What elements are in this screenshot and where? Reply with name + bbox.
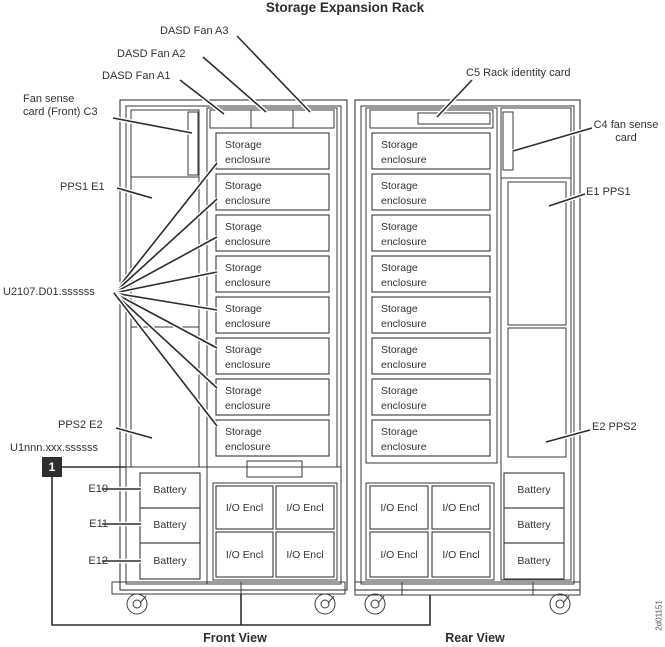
caption-rear-view: Rear View xyxy=(445,631,505,645)
callout-1-leader xyxy=(51,466,431,626)
rear-pps2-box xyxy=(507,327,567,458)
storage-enclosure-label: Storage enclosure xyxy=(381,262,427,289)
rear-rack-frame xyxy=(354,99,581,596)
storage-enclosure-label: Storage enclosure xyxy=(381,221,427,248)
callout-e10: E10 xyxy=(88,483,108,495)
storage-enclosure-label: Storage enclosure xyxy=(381,139,427,166)
io-encl-label: I/O Encl xyxy=(442,502,480,514)
io-encl-label: I/O Encl xyxy=(380,549,418,561)
rear-batteries xyxy=(503,472,565,580)
callout-c5-rack-identity-card: C5 Rack identity card xyxy=(466,67,571,79)
callout-location-code: U2107.D01.ssssss xyxy=(3,286,95,298)
callout-dasd-fan-a2: DASD Fan A2 xyxy=(117,48,186,60)
dasd-fan-strip xyxy=(209,109,335,129)
callout-c4-fan-sense-card: C4 fan sense card xyxy=(593,119,659,144)
io-encl-label: I/O Encl xyxy=(286,549,324,561)
caster xyxy=(549,593,571,615)
callout-rack-location-code: U1nnn.xxx.ssssss xyxy=(10,442,99,454)
storage-enclosure-label: Storage enclosure xyxy=(225,139,271,166)
callout-pps1-e1: PPS1 E1 xyxy=(60,181,105,193)
battery-label: Battery xyxy=(517,484,551,496)
callout-e1-pps1: E1 PPS1 xyxy=(586,186,631,198)
battery-label: Battery xyxy=(517,519,551,531)
battery-label: Battery xyxy=(153,484,187,496)
callout-1-badge: 1 xyxy=(42,457,62,477)
io-encl-label: I/O Encl xyxy=(225,502,264,514)
battery-label: Battery xyxy=(153,555,187,567)
io-encl-label: I/O Encl xyxy=(380,502,418,514)
storage-enclosure-label: Storage enclosure xyxy=(381,385,427,412)
caster xyxy=(126,593,148,615)
figure-id: 2d01151 xyxy=(654,600,664,631)
c5-rack-identity-card-box xyxy=(417,112,491,125)
io-encl-label: I/O Encl xyxy=(442,549,480,561)
storage-enclosure-label: Storage enclosure xyxy=(381,426,427,453)
callout-e12: E12 xyxy=(88,555,108,567)
storage-enclosure-label: Storage enclosure xyxy=(225,221,271,248)
storage-enclosure-label: Storage enclosure xyxy=(225,385,271,412)
io-encl-label: I/O Encl xyxy=(225,549,264,561)
battery-label: Battery xyxy=(517,555,551,567)
battery-label: Battery xyxy=(153,519,187,531)
caster xyxy=(314,593,336,615)
leader-lines xyxy=(51,34,593,626)
io-encl-label: I/O Encl xyxy=(286,502,324,514)
storage-enclosure-label: Storage enclosure xyxy=(381,303,427,330)
storage-enclosure-label: Storage enclosure xyxy=(225,426,271,453)
storage-enclosure-label: Storage enclosure xyxy=(225,180,271,207)
caster xyxy=(364,593,386,615)
storage-enclosure-label: Storage enclosure xyxy=(381,344,427,371)
rear-pps1-box xyxy=(507,181,567,326)
front-rack-frame xyxy=(111,99,348,595)
c4-fan-sense-card-box xyxy=(502,111,514,171)
storage-enclosure-label: Storage enclosure xyxy=(225,303,271,330)
storage-enclosure-label: Storage enclosure xyxy=(381,180,427,207)
location-code-fanout xyxy=(112,161,219,428)
callout-dasd-fan-a3: DASD Fan A3 xyxy=(160,25,229,37)
fan-sense-card-c3-box xyxy=(187,111,199,176)
page-title: Storage Expansion Rack xyxy=(265,0,425,15)
callout-pps2-e2: PPS2 E2 xyxy=(58,419,103,431)
caption-front-view: Front View xyxy=(203,631,267,645)
callout-e11: E11 xyxy=(89,518,108,530)
callout-dasd-fan-a1: DASD Fan A1 xyxy=(102,70,171,82)
casters xyxy=(126,593,571,615)
storage-enclosure-label: Storage enclosure xyxy=(225,262,271,289)
rear-io-enclosures xyxy=(365,482,495,581)
rear-base xyxy=(354,581,581,596)
callout-e2-pps2: E2 PPS2 xyxy=(592,421,637,433)
rear-storage-enclosures xyxy=(371,132,491,457)
callout-fan-sense-card-c3: Fan sense card (Front) C3 xyxy=(23,93,98,118)
front-base xyxy=(111,581,346,595)
front-io-enclosures xyxy=(212,482,338,581)
storage-enclosure-label: Storage enclosure xyxy=(225,344,271,371)
